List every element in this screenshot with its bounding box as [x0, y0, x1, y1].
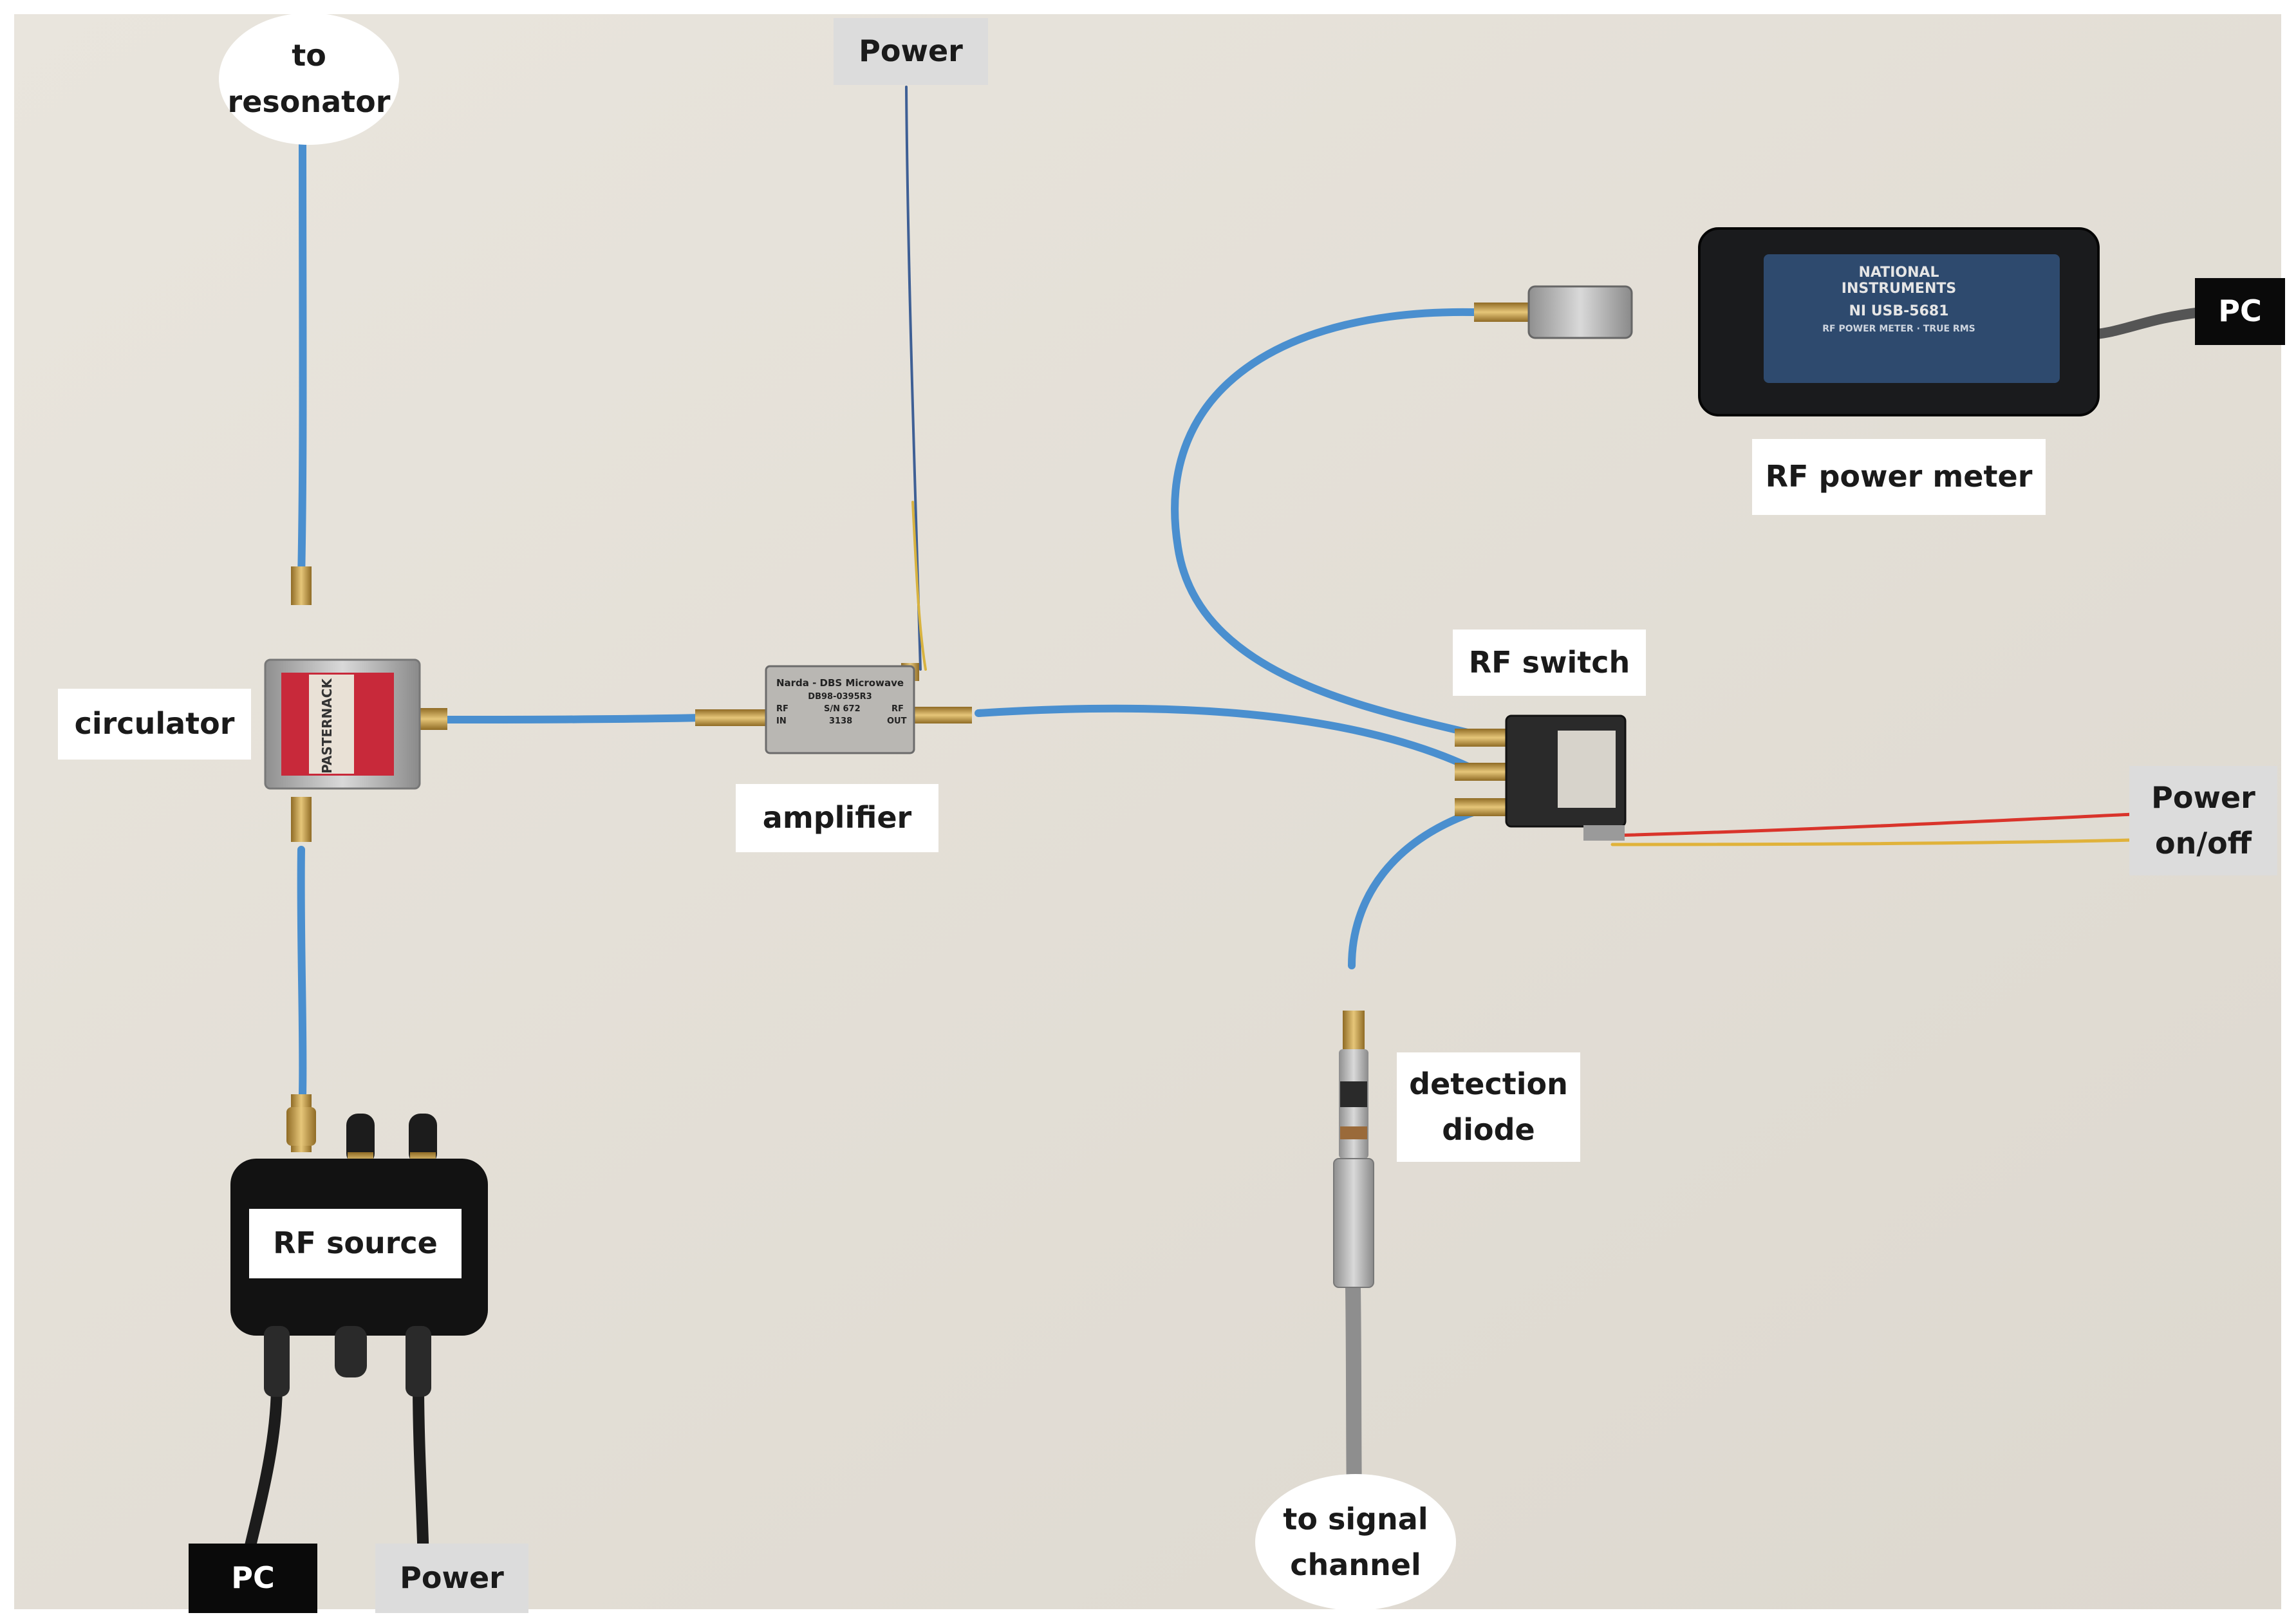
label-rf-power-meter: RF power meter — [1752, 439, 2046, 515]
label-power-bottom: Power — [375, 1544, 528, 1613]
svg-text:INSTRUMENTS: INSTRUMENTS — [1842, 281, 1956, 297]
svg-text:NI USB-5681: NI USB-5681 — [1849, 303, 1948, 319]
wire-switch-yellow — [1610, 838, 2136, 846]
circulator-brand-text: PASTERNACK — [319, 678, 335, 774]
svg-text:NATIONAL: NATIONAL — [1858, 265, 1939, 281]
cable-switch-to-diode — [1348, 804, 1491, 969]
amplifier-body — [765, 665, 915, 754]
svg-text:RF POWER METER · TRUE RMS: RF POWER METER · TRUE RMS — [1822, 324, 1975, 334]
label-pc-bottom: PC — [189, 1544, 317, 1613]
label-power-top: Power — [834, 18, 988, 85]
cable-circulator-to-amplifier — [440, 714, 705, 723]
rf-switch-device — [1455, 714, 1627, 841]
circulator-device: PASTERNACK — [264, 566, 447, 842]
label-circulator: circulator — [58, 689, 251, 760]
label-amplifier: amplifier — [736, 784, 938, 852]
cable-amplifier-to-switch — [975, 704, 1484, 776]
cable-circulator-to-source — [297, 846, 307, 1098]
label-to-signal-channel: to signal channel — [1255, 1474, 1456, 1610]
svg-text:S/N 672: S/N 672 — [824, 704, 861, 714]
cable-source-to-power — [413, 1378, 429, 1570]
amplifier-device: Narda - DBS Microwave DB98-0395R3 RF IN … — [695, 663, 972, 754]
label-to-resonator: to resonator — [219, 13, 399, 145]
cable-switch-to-meter — [1171, 308, 1491, 741]
meter-label-plate — [1764, 254, 2060, 383]
detection-diode-device — [1333, 1011, 1374, 1288]
label-pc-right: PC — [2195, 278, 2285, 345]
wire-switch-red — [1610, 812, 2136, 837]
svg-text:IN: IN — [776, 716, 787, 726]
cable-to-resonator — [297, 138, 307, 583]
wire-amplifier-power-yellow — [911, 501, 927, 671]
label-detection-diode: detection diode — [1397, 1052, 1580, 1162]
label-rf-switch: RF switch — [1453, 630, 1646, 696]
label-rf-source: RF source — [249, 1209, 462, 1278]
svg-text:3138: 3138 — [829, 716, 852, 726]
label-power-onoff: Power on/off — [2129, 766, 2277, 875]
svg-text:Narda - DBS Microwave: Narda - DBS Microwave — [776, 677, 904, 689]
svg-text:OUT: OUT — [887, 716, 907, 726]
power-meter-device: NATIONAL INSTRUMENTS NI USB-5681 RF POWE… — [1474, 227, 2100, 416]
svg-text:RF: RF — [891, 704, 904, 714]
diode-adapter — [1333, 1158, 1374, 1288]
meter-connector — [1527, 285, 1633, 339]
svg-text:RF: RF — [776, 704, 789, 714]
svg-text:DB98-0395R3: DB98-0395R3 — [808, 692, 872, 702]
